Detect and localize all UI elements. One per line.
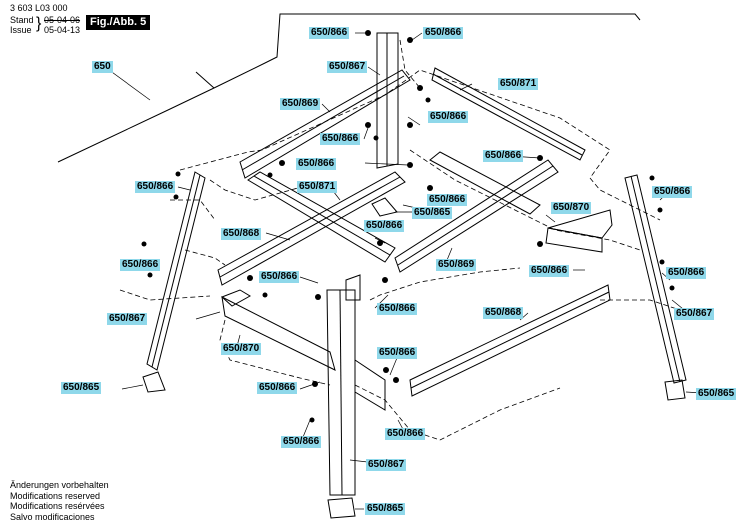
callout-650-867-bottom: 650/867 [366, 459, 407, 471]
callout-650-871-mid: 650/871 [297, 181, 338, 193]
footer-line-en: Modifications reserved [10, 490, 101, 501]
callout-650-866-c: 650/866 [428, 111, 469, 123]
callout-650-866-j: 650/866 [364, 220, 405, 232]
callout-650-866-d: 650/866 [320, 133, 361, 145]
callout-650-866-h: 650/866 [652, 186, 693, 198]
callout-650-866-i: 650/866 [427, 194, 468, 206]
doc-number: 3 603 L03 000 [10, 3, 68, 13]
callout-650-870-left: 650/870 [221, 343, 262, 355]
callout-650-867-right: 650/867 [674, 308, 715, 320]
callout-650-866-n: 650/866 [666, 267, 707, 279]
footer-line-de: Änderungen vorbehalten [10, 480, 109, 490]
callout-650-865-right: 650/865 [696, 388, 737, 400]
stand-label: Stand [10, 15, 34, 25]
callout-650-866-q: 650/866 [257, 382, 298, 394]
stand-date: 05-04-06 [44, 15, 81, 25]
assembly-bracket-line [57, 13, 641, 163]
figure-label: Fig./Abb. 5 [86, 15, 151, 30]
callout-650-865-left: 650/865 [61, 382, 102, 394]
callout-650-866-p: 650/866 [377, 347, 418, 359]
callout-650-866-a: 650/866 [309, 27, 350, 39]
callout-650-866-r: 650/866 [385, 428, 426, 440]
callout-650-866-b: 650/866 [423, 27, 464, 39]
callout-650-866-o: 650/866 [377, 303, 418, 315]
callout-650-866-k: 650/866 [120, 259, 161, 271]
callout-650-866-g: 650/866 [135, 181, 176, 193]
footer-line-fr: Modifications resérvées [10, 501, 105, 511]
callout-650-867-top: 650/867 [327, 61, 368, 73]
callout-650-866-f: 650/866 [296, 158, 337, 170]
callout-650: 650 [92, 61, 113, 73]
brace-glyph: } [36, 15, 42, 32]
callout-650-866-l: 650/866 [259, 271, 300, 283]
callout-650-869-mid: 650/869 [436, 259, 477, 271]
footer-notice: Änderungen vorbehalten Modifications res… [10, 480, 109, 522]
callout-650-869-top: 650/869 [280, 98, 321, 110]
callout-650-866-e: 650/866 [483, 150, 524, 162]
callout-650-867-left: 650/867 [107, 313, 148, 325]
issue-date: 05-04-13 [44, 25, 81, 35]
footer-line-es: Salvo modificaciones [10, 511, 95, 522]
callout-650-865-center: 650/865 [412, 207, 453, 219]
callout-650-868-right: 650/868 [483, 307, 524, 319]
issue-label: Issue [10, 25, 32, 35]
callout-650-865-bottom: 650/865 [365, 503, 406, 515]
callout-650-866-s: 650/866 [281, 436, 322, 448]
callout-650-868-left: 650/868 [221, 228, 262, 240]
callout-650-871-top: 650/871 [498, 78, 539, 90]
callout-650-866-m: 650/866 [529, 265, 570, 277]
callout-650-870-right: 650/870 [551, 202, 592, 214]
